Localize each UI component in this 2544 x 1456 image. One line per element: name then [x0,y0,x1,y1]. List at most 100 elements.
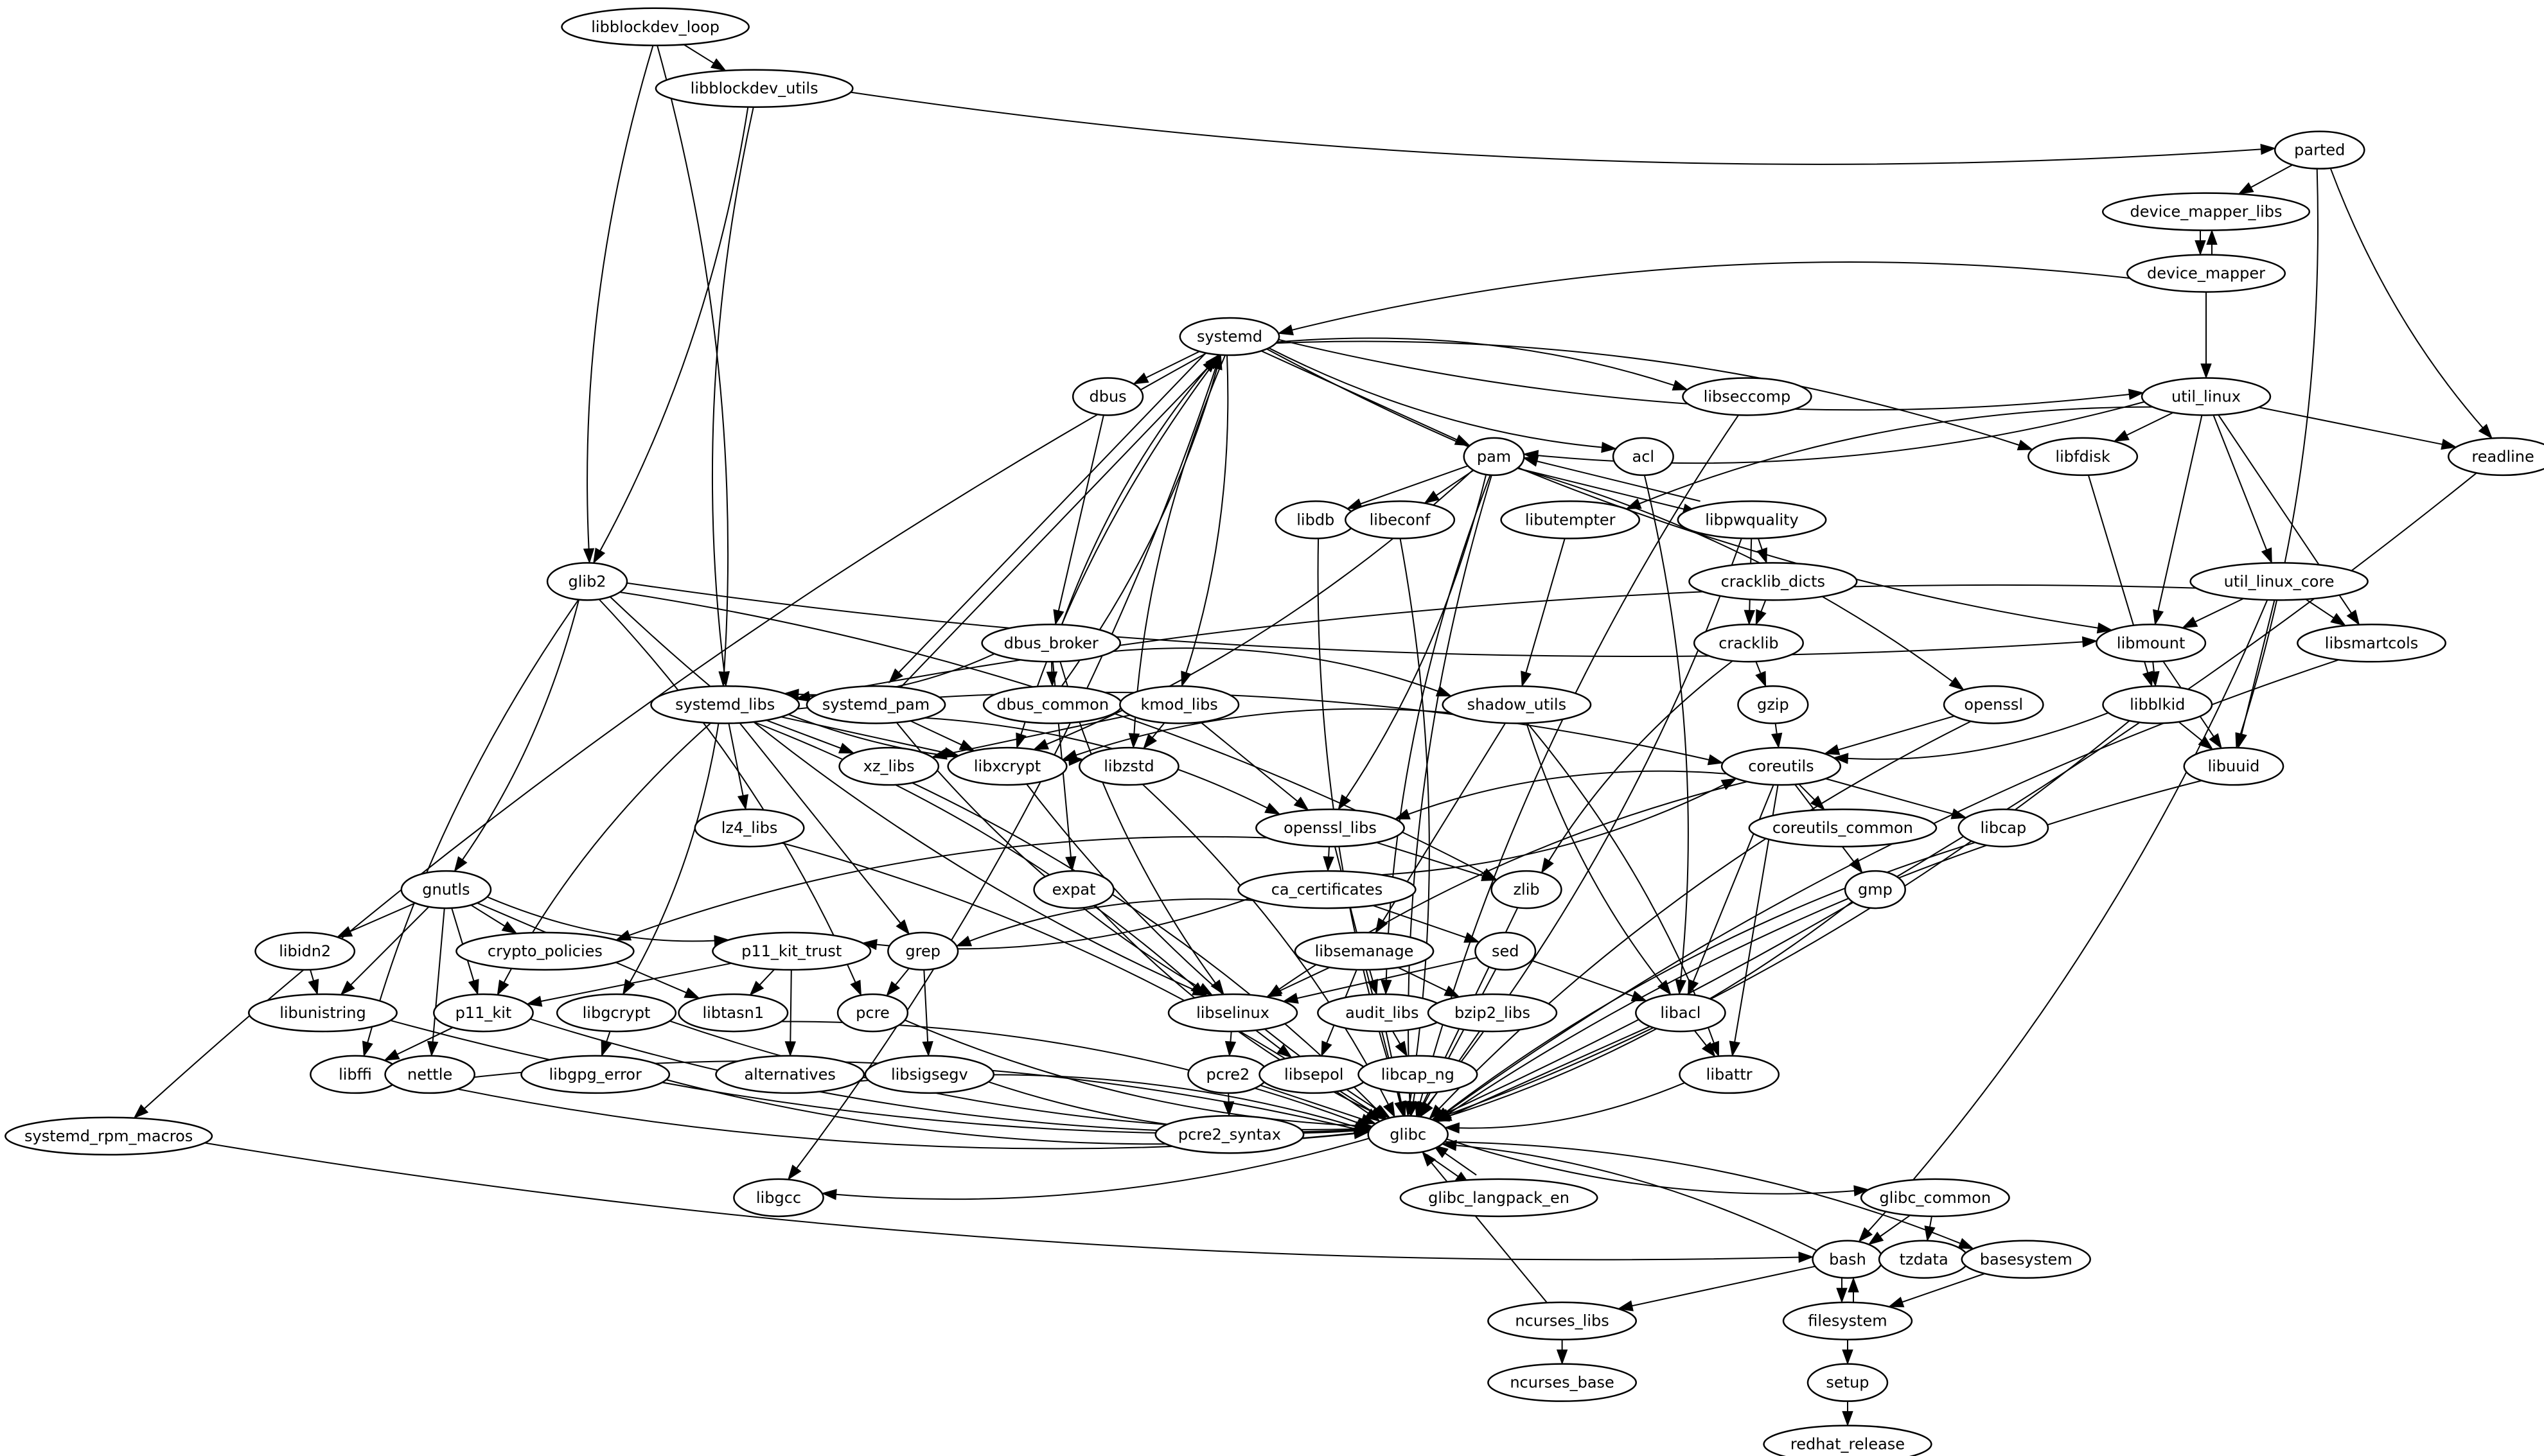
edge-libselinux-to-pcre2 [1224,1031,1237,1057]
edge-line [350,906,430,986]
edge-openssl-libs-to-zlib [1376,841,1497,881]
node-shape [1737,685,1809,724]
edge-glibc-common-to-tzdata [1924,1216,1936,1242]
node-libcap: libcap [1957,808,2049,848]
edge-line [144,352,1207,1109]
edge-systemd-to-kmod-libs [1181,355,1229,687]
node-pam: pam [1463,437,1525,477]
node-sed: sed [1474,931,1537,971]
node-label: bzip2_libs [1454,1004,1530,1022]
node-label: libblockdev_utils [691,80,818,98]
edge-basesystem-to-filesystem [1887,1273,1985,1308]
arrowhead [2260,143,2276,155]
node-dbus-broker: dbus_broker [981,624,1122,663]
node-shape [1345,500,1456,539]
arrowhead [1481,870,1497,881]
edge-line [1537,460,1700,502]
edge-line [2258,407,2442,445]
node-shape [4,1116,213,1156]
node-label: libcap_ng [1381,1066,1454,1083]
edge-util-linux-core-to-bash [1858,599,2268,1243]
node-shape [1682,377,1812,416]
arrowhead [1293,796,1309,811]
node-libeconf: libeconf [1345,500,1456,539]
node-shape [733,1178,824,1218]
node-shape [712,931,872,971]
arrowhead [526,996,543,1007]
node-label: systemd [1197,328,1262,346]
arrowhead [1630,990,1648,1002]
arrowhead [1823,744,1841,755]
node-label: coreutils [1748,757,1814,775]
node-crypto-policies: crypto_policies [455,931,635,971]
edge-line [1113,647,1438,692]
node-shape [1500,500,1641,539]
edge-line [1292,261,2130,331]
arrowhead [2206,229,2218,245]
node-label: parted [2294,141,2345,159]
edge-line [1825,778,1953,815]
edge-parted-to-readline [2329,168,2493,439]
arrowhead [861,938,878,951]
node-openssl: openssl [1943,685,2044,724]
edge-line [1185,355,1229,673]
arrowhead [1381,979,1392,996]
node-systemd-pam: systemd_pam [806,685,946,724]
arrowhead [1858,1227,1873,1243]
node-label: zlib [1513,881,1539,899]
edge-line [1392,1031,1401,1044]
arrowhead [2096,622,2113,634]
edge-dbus-broker-to-systemd [1061,354,1220,625]
edge-line [897,367,1208,692]
edge-pcre2-to-pcre2-syntax [1223,1092,1235,1117]
edge-line [605,1031,611,1044]
arrowhead [749,981,764,996]
edge-filesystem-to-setup [1842,1339,1853,1365]
arrowhead [1441,1139,1457,1152]
edge-libblockdev-utils-to-systemd-libs [711,107,754,687]
arrowhead [2236,732,2247,749]
node-nettle: nettle [384,1055,475,1094]
node-bash: bash [1812,1240,1884,1279]
node-dbus-common: dbus_common [982,685,1123,724]
node-shape [1860,1178,2010,1218]
edge-setup-to-redhat-release [1842,1401,1853,1427]
edge-line [1200,721,1298,802]
node-libtasn1: libtasn1 [678,993,789,1033]
edge-line [1868,599,2268,1232]
edge-line [2305,599,2335,618]
node-label: libblkid [2130,696,2185,714]
edge-line [1075,708,1451,756]
node-shape [655,69,854,108]
node-label: libxcrypt [974,757,1041,775]
node-label: glibc [1390,1125,1426,1143]
edge-util-linux-to-readline [2258,407,2457,450]
node-label: glibc_langpack_en [1428,1189,1569,1207]
node-label: lz4_libs [721,819,778,837]
arrowhead [1842,1411,1853,1427]
edge-libblkid-to-libuuid [2178,721,2214,750]
edge-bash-to-glibc [1441,1139,1817,1251]
arrowhead [1354,1125,1371,1137]
arrowhead [838,742,855,754]
node-shape [561,7,750,47]
edge-util-linux-core-to-libuuid [2236,600,2275,749]
arrowhead [1181,671,1192,687]
node-kmod-libs: kmod_libs [1119,685,1240,724]
edge-line [1412,1092,1416,1103]
arrowhead [1424,490,1440,504]
node-label: libmount [2117,634,2185,652]
node-shape [678,993,789,1033]
edge-libidn2-to-libunistring [308,969,319,996]
node-device-mapper-libs: device_mapper_libs [2101,192,2311,231]
node-label: glibc_common [1880,1189,1992,1207]
node-libselinux: libselinux [1167,993,1298,1033]
edge-p11-kit-to-libffi [384,1026,454,1061]
node-label: libunistring [279,1004,366,1022]
node-cracklib: cracklib [1693,624,1804,663]
edge-gnutls-to-nettle [427,908,445,1057]
edge-line [587,45,654,549]
node-shape [1078,746,1179,786]
arrowhead [1266,985,1282,997]
node-audit-libs: audit_libs [1317,993,1447,1033]
